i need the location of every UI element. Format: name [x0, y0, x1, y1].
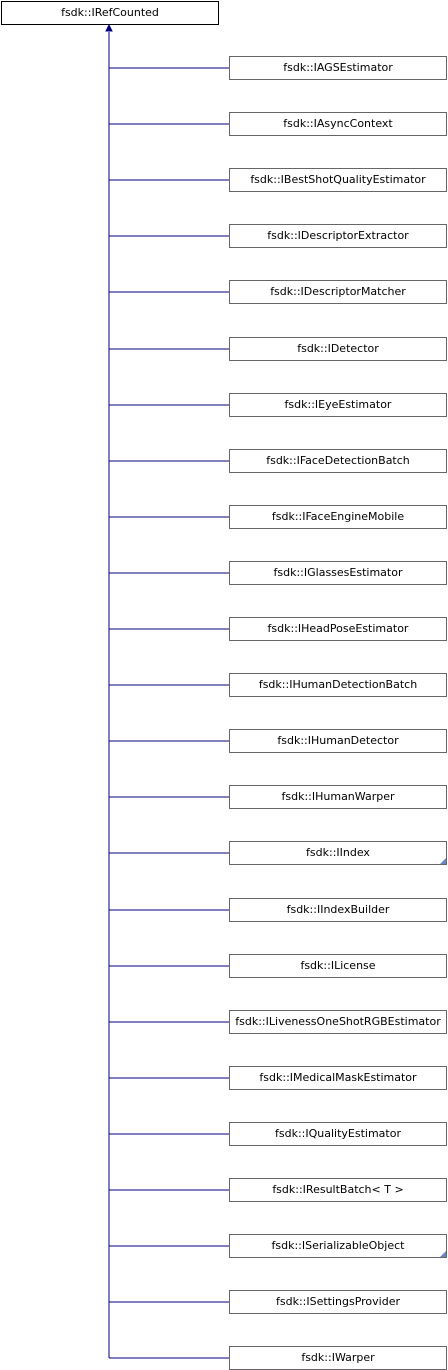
derived-class-label: fsdk::IMedicalMaskEstimator [259, 1071, 417, 1084]
derived-class-label: fsdk::IEyeEstimator [284, 398, 392, 411]
derived-class-label: fsdk::IDescriptorMatcher [270, 285, 406, 298]
derived-class-node[interactable]: fsdk::IFaceDetectionBatch [229, 449, 447, 473]
derived-class-label: fsdk::IFaceEngineMobile [271, 510, 405, 523]
derived-class-label: fsdk::IWarper [301, 1351, 375, 1364]
more-subclasses-marker-icon [440, 858, 446, 864]
derived-class-label: fsdk::ISerializableObject [271, 1239, 405, 1252]
derived-class-node[interactable]: fsdk::IDetector [229, 337, 447, 361]
derived-class-node[interactable]: fsdk::IAsyncContext [229, 112, 447, 136]
derived-class-label: fsdk::IIndex [306, 846, 370, 859]
derived-class-node[interactable]: fsdk::IWarper [229, 1346, 447, 1370]
derived-class-label: fsdk::IHumanDetectionBatch [258, 678, 418, 691]
derived-class-node[interactable]: fsdk::ILivenessOneShotRGBEstimator [229, 1010, 447, 1034]
derived-class-node[interactable]: fsdk::ILicense [229, 954, 447, 978]
derived-class-label: fsdk::IAGSEstimator [283, 61, 393, 74]
derived-class-node[interactable]: fsdk::IQualityEstimator [229, 1122, 447, 1146]
derived-class-label: fsdk::IHumanDetector [277, 734, 399, 747]
derived-class-label: fsdk::IDescriptorExtractor [267, 229, 409, 242]
derived-class-node[interactable]: fsdk::IResultBatch< T > [229, 1178, 447, 1202]
root-class-label: fsdk::IRefCounted [61, 6, 159, 19]
derived-class-node[interactable]: fsdk::IHumanWarper [229, 785, 447, 809]
root-class-node[interactable]: fsdk::IRefCounted [1, 1, 219, 25]
derived-class-label: fsdk::IHumanWarper [281, 790, 395, 803]
derived-class-label: fsdk::IIndexBuilder [286, 903, 390, 916]
derived-class-node[interactable]: fsdk::ISerializableObject [229, 1234, 447, 1258]
derived-class-label: fsdk::IBestShotQualityEstimator [250, 173, 426, 186]
derived-class-node[interactable]: fsdk::IDescriptorMatcher [229, 280, 447, 304]
derived-class-label: fsdk::IQualityEstimator [275, 1127, 401, 1140]
derived-class-label: fsdk::IGlassesEstimator [273, 566, 403, 579]
derived-class-node[interactable]: fsdk::IIndex [229, 841, 447, 865]
derived-class-label: fsdk::IFaceDetectionBatch [266, 454, 410, 467]
derived-class-label: fsdk::ILicense [300, 959, 376, 972]
derived-class-node[interactable]: fsdk::IEyeEstimator [229, 393, 447, 417]
derived-class-label: fsdk::IResultBatch< T > [272, 1183, 404, 1196]
derived-class-node[interactable]: fsdk::IDescriptorExtractor [229, 224, 447, 248]
derived-class-node[interactable]: fsdk::IIndexBuilder [229, 898, 447, 922]
more-subclasses-marker-icon [440, 1251, 446, 1257]
derived-class-label: fsdk::IAsyncContext [283, 117, 393, 130]
derived-class-node[interactable]: fsdk::IAGSEstimator [229, 56, 447, 80]
derived-class-node[interactable]: fsdk::IHeadPoseEstimator [229, 617, 447, 641]
derived-class-node[interactable]: fsdk::IBestShotQualityEstimator [229, 168, 447, 192]
derived-class-label: fsdk::ISettingsProvider [275, 1295, 401, 1308]
derived-class-node[interactable]: fsdk::IHumanDetectionBatch [229, 673, 447, 697]
inheritance-arrowhead-icon [105, 23, 113, 32]
derived-class-node[interactable]: fsdk::IFaceEngineMobile [229, 505, 447, 529]
derived-class-label: fsdk::IHeadPoseEstimator [267, 622, 409, 635]
derived-class-node[interactable]: fsdk::IHumanDetector [229, 729, 447, 753]
derived-class-node[interactable]: fsdk::ISettingsProvider [229, 1290, 447, 1314]
derived-class-label: fsdk::IDetector [297, 342, 379, 355]
derived-class-node[interactable]: fsdk::IGlassesEstimator [229, 561, 447, 585]
derived-class-label: fsdk::ILivenessOneShotRGBEstimator [235, 1015, 441, 1028]
derived-class-node[interactable]: fsdk::IMedicalMaskEstimator [229, 1066, 447, 1090]
